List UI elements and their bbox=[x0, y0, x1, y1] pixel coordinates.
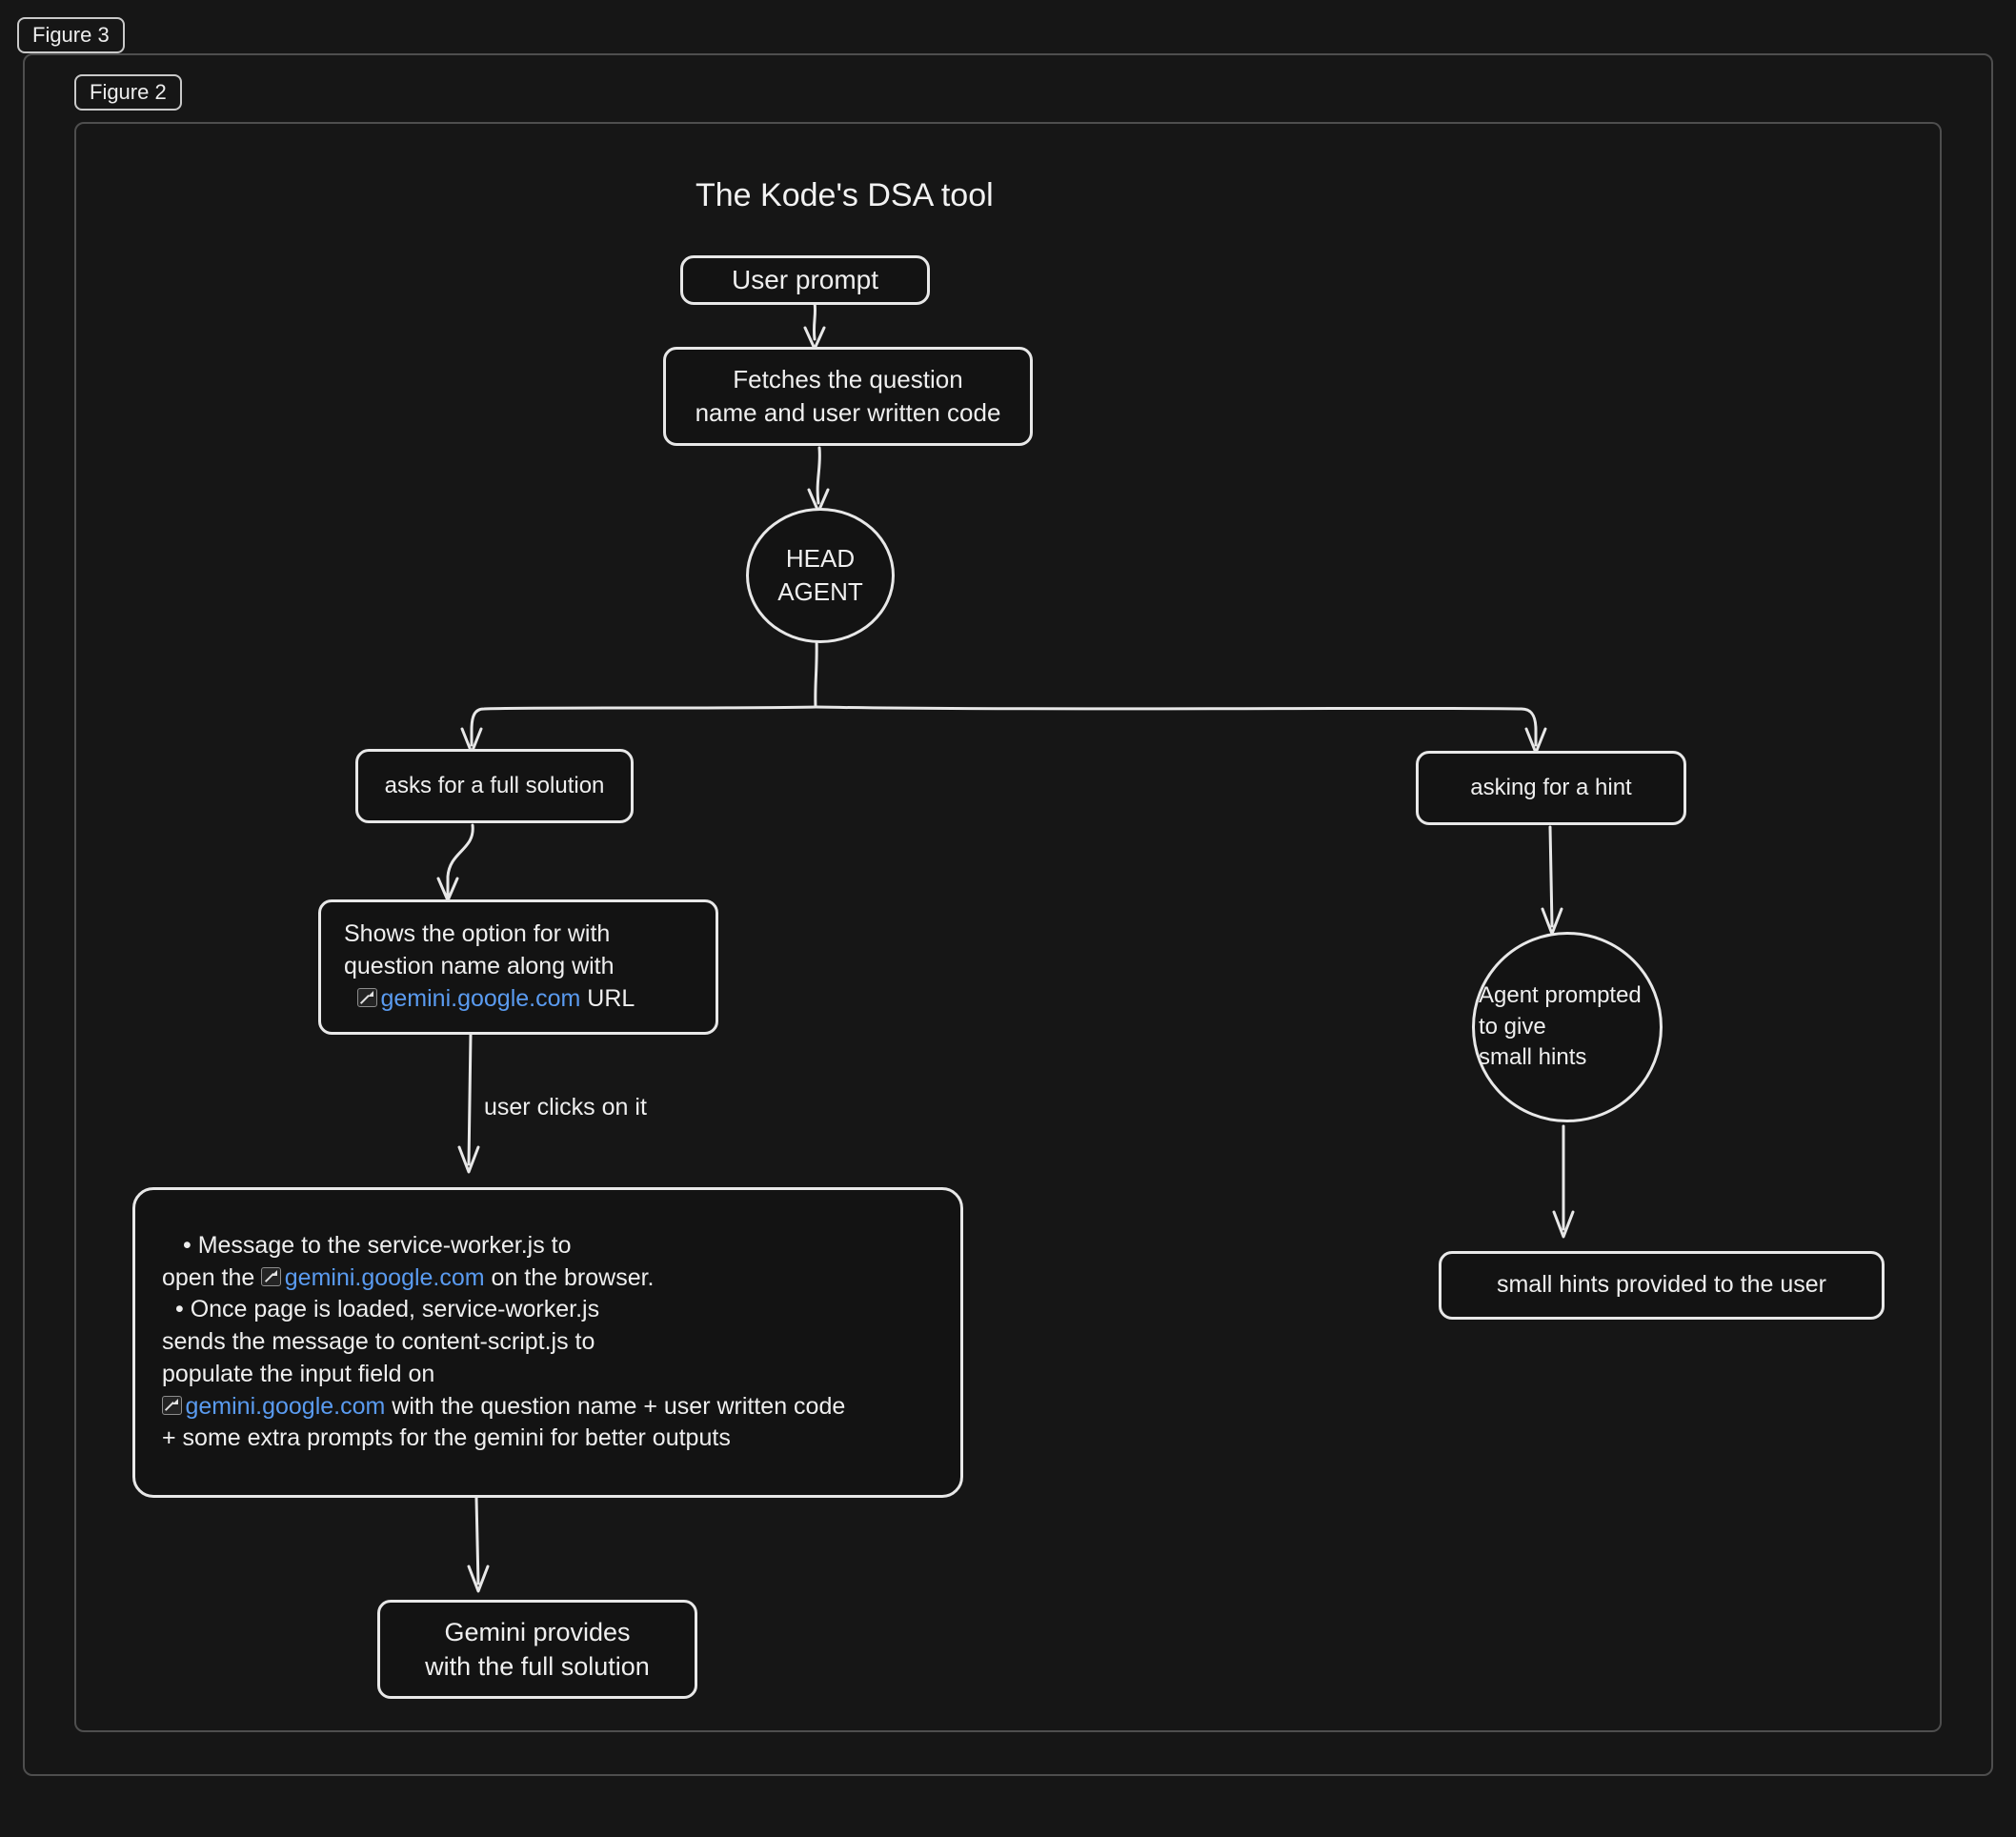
node-asking-hint-label: asking for a hint bbox=[1470, 774, 1632, 800]
node-shows-option-line3-suffix: URL bbox=[580, 984, 635, 1012]
link-gemini-google-com[interactable]: gemini.google.com bbox=[380, 984, 581, 1012]
frame-label-figure-2[interactable]: Figure 2 bbox=[74, 74, 182, 111]
node-agent-prompted-hints[interactable]: Agent prompted to give small hints bbox=[1472, 932, 1663, 1122]
node-asking-hint[interactable]: asking for a hint bbox=[1416, 751, 1686, 825]
external-link-icon bbox=[357, 987, 377, 1008]
worker-line-1: • Message to the service-worker.js to bbox=[183, 1231, 572, 1259]
worker-line-4: sends the message to content-script.js t… bbox=[162, 1328, 595, 1356]
frame-figure-3[interactable] bbox=[23, 53, 1993, 1776]
worker-line-7: + some extra prompts for the gemini for … bbox=[162, 1424, 731, 1452]
node-user-prompt[interactable]: User prompt bbox=[680, 255, 930, 305]
link-gemini-google-com[interactable]: gemini.google.com bbox=[185, 1392, 386, 1420]
diagram-title: The Kode's DSA tool bbox=[696, 177, 994, 213]
external-link-icon bbox=[162, 1395, 182, 1416]
node-gemini-solution[interactable]: Gemini provides with the full solution bbox=[377, 1600, 697, 1699]
node-service-worker-flow[interactable]: • Message to the service-worker.js to op… bbox=[132, 1187, 963, 1498]
node-shows-option-line1: Shows the option for with bbox=[344, 920, 611, 948]
worker-line-6: gemini.google.com with the question name… bbox=[162, 1391, 845, 1423]
node-asks-full-solution-label: asks for a full solution bbox=[384, 772, 605, 798]
node-small-hints-provided-label: small hints provided to the user bbox=[1496, 1271, 1826, 1299]
node-gemini-solution-label: Gemini provides with the full solution bbox=[425, 1617, 650, 1681]
node-fetches-question-label: Fetches the question name and user writt… bbox=[695, 364, 1001, 427]
node-small-hints-provided[interactable]: small hints provided to the user bbox=[1439, 1251, 1885, 1320]
worker-line-2-suffix: on the browser. bbox=[484, 1263, 655, 1291]
external-link-icon bbox=[261, 1266, 281, 1287]
worker-line-6-suffix: with the question name + user written co… bbox=[385, 1392, 846, 1420]
node-asks-full-solution[interactable]: asks for a full solution bbox=[355, 749, 634, 823]
worker-line-5: populate the input field on bbox=[162, 1360, 435, 1387]
worker-line-2-prefix: open the bbox=[162, 1263, 262, 1291]
worker-line-3: • Once page is loaded, service-worker.js bbox=[175, 1296, 600, 1323]
frame-figure-2[interactable] bbox=[74, 122, 1942, 1732]
node-user-prompt-label: User prompt bbox=[731, 265, 879, 295]
node-shows-option-line2: question name along with bbox=[344, 953, 615, 980]
edge-label-user-clicks: user clicks on it bbox=[484, 1094, 647, 1120]
link-gemini-google-com[interactable]: gemini.google.com bbox=[284, 1263, 485, 1291]
node-head-agent-label: HEAD AGENT bbox=[777, 543, 863, 606]
node-fetches-question[interactable]: Fetches the question name and user writt… bbox=[663, 347, 1033, 446]
node-head-agent[interactable]: HEAD AGENT bbox=[746, 508, 895, 643]
node-agent-prompted-hints-label: Agent prompted to give small hints bbox=[1479, 982, 1642, 1071]
frame-label-figure-3[interactable]: Figure 3 bbox=[17, 17, 125, 53]
worker-line-2: open the gemini.google.com on the browse… bbox=[162, 1262, 845, 1295]
node-shows-option[interactable]: Shows the option for with question name … bbox=[318, 899, 718, 1035]
